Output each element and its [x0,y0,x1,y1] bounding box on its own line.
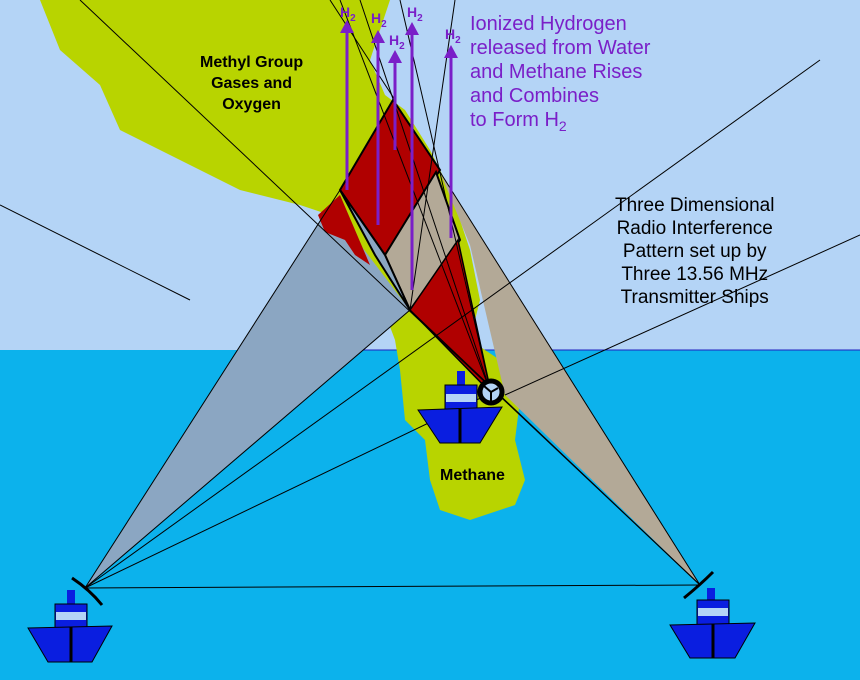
methyl-label: Methyl Group Gases and Oxygen [200,54,304,113]
left-ship [27,576,113,663]
h2-arrows [340,20,458,290]
dish-icon [683,570,715,600]
methane-label: Methane [440,467,505,484]
ionized-subscript: 2 [558,118,567,134]
red-lower [409,238,493,396]
ionized-hydrogen-label: Ionized Hydrogen released from Water and… [470,12,650,138]
ionized-text: Ionized Hydrogen released from Water and… [470,13,651,131]
left-beam [85,205,410,588]
h2-label: H2 [389,32,405,52]
h2-label: H2 [445,26,461,46]
right-ship [669,570,756,659]
dish-icon [71,576,104,606]
h2-label: H2 [371,10,387,30]
h2-label: H2 [407,4,423,24]
h2-label: H2 [340,4,356,24]
three-dimensional-label: Three Dimensional Radio Interference Pat… [615,195,775,308]
red-strip-left [318,195,370,265]
center-ship [417,371,505,444]
